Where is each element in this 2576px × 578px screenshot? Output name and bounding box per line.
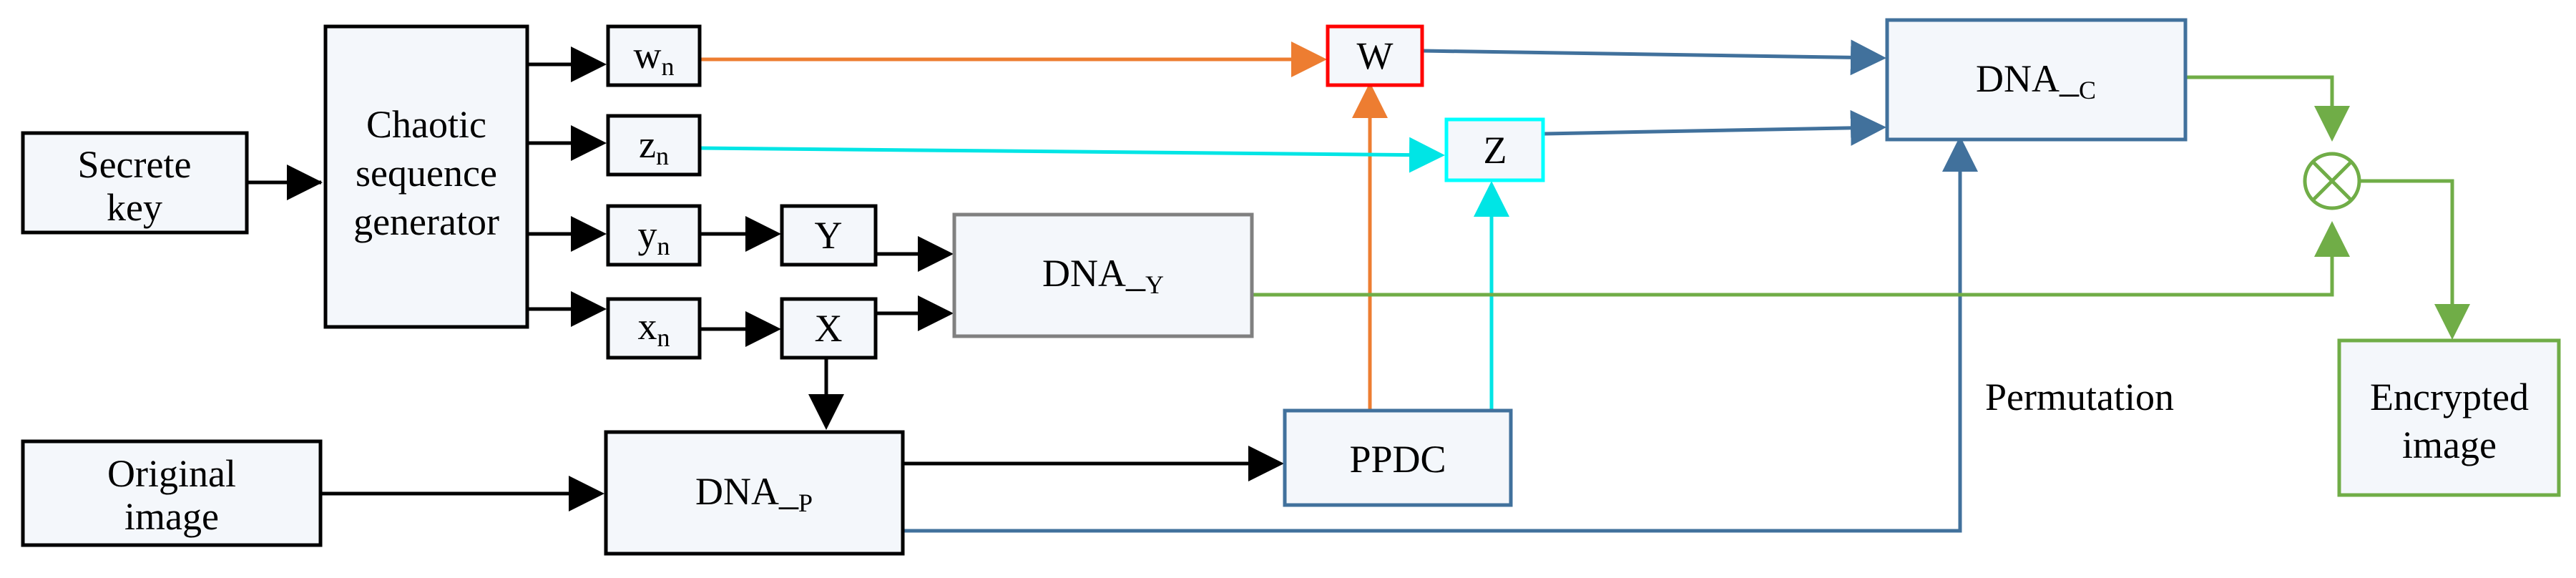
wn-label: wn <box>634 34 675 81</box>
generator-line1: Chaotic <box>366 103 486 146</box>
node-encrypted-image: Encrypted image <box>2337 338 2561 497</box>
node-zn: zn <box>606 114 702 177</box>
encrypted-image-line2: image <box>2402 423 2497 466</box>
node-secret-key: Secrete key <box>21 131 249 235</box>
Y-label: Y <box>815 214 843 257</box>
node-yn: yn <box>606 204 702 267</box>
node-dna-p: DNA_P <box>604 430 905 556</box>
edge-dnap-to-dnac-permutation <box>903 136 1978 533</box>
secret-key-line1: Secrete <box>78 143 192 186</box>
edge-dnac-to-xor <box>2185 75 2350 142</box>
node-dna-c: DNA_C <box>1885 18 2188 142</box>
generator-line2: sequence <box>356 152 497 195</box>
original-image-line2: image <box>124 495 219 538</box>
node-Y: Y <box>780 204 878 267</box>
node-xn: xn <box>606 297 702 360</box>
node-chaotic-generator: Chaotic sequence generator <box>323 24 529 329</box>
xn-label: xn <box>638 305 670 352</box>
ppdc-label: PPDC <box>1349 438 1446 481</box>
generator-line3: generator <box>353 200 499 243</box>
W-label: W <box>1357 34 1394 77</box>
node-W: W <box>1326 24 1424 87</box>
Z-label: Z <box>1484 129 1507 172</box>
yn-label: yn <box>638 213 670 260</box>
edge-Z-to-dnac <box>1542 109 1886 146</box>
X-label: X <box>815 307 843 350</box>
edges <box>247 39 2470 533</box>
node-Z: Z <box>1444 117 1545 182</box>
edge-dnay-to-xor <box>1252 221 2350 297</box>
edge-zn-to-Z <box>699 137 1445 173</box>
node-wn: wn <box>606 24 702 87</box>
node-xor <box>2303 152 2361 210</box>
encrypted-image-line1: Encrypted <box>2370 376 2529 418</box>
secret-key-line2: key <box>107 186 162 229</box>
node-dna-y: DNA_Y <box>952 212 1254 338</box>
zn-label: zn <box>639 123 669 170</box>
node-ppdc: PPDC <box>1283 408 1513 507</box>
permutation-annotation: Permutation <box>1985 376 2174 418</box>
original-image-line1: Original <box>107 452 236 495</box>
dna-p-label: DNA_P <box>695 470 813 517</box>
dna-y-label: DNA_Y <box>1042 252 1164 299</box>
dna-c-label: DNA_C <box>1976 57 2096 104</box>
edge-xor-to-encrypted <box>2359 179 2470 340</box>
edge-W-to-dnac <box>1421 39 1886 76</box>
node-original-image: Original image <box>21 439 323 547</box>
node-X: X <box>780 297 878 360</box>
